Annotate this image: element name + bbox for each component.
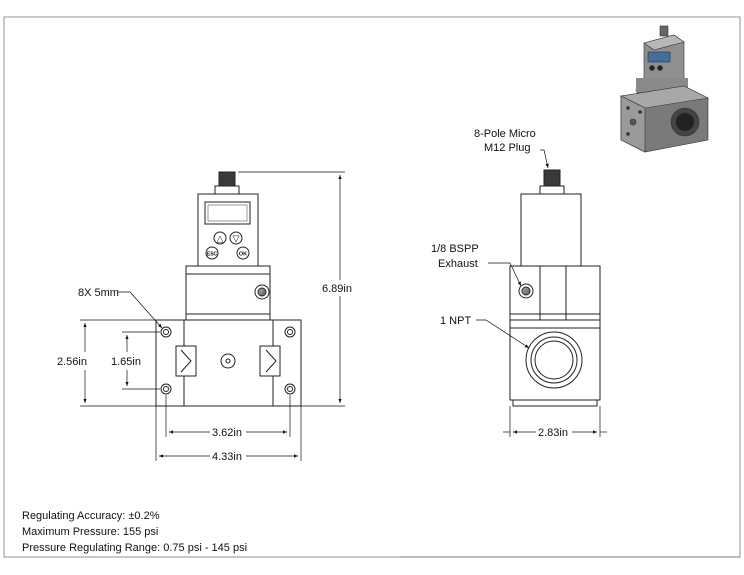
ok-button-label: OK xyxy=(239,252,247,258)
dim-height-body: 2.56in xyxy=(57,356,87,368)
up-button-label: △ xyxy=(217,234,224,244)
dim-hole-spacing-h: 3.62in xyxy=(212,427,242,439)
holes-leader xyxy=(118,291,163,329)
dim-width-total: 4.33in xyxy=(212,451,242,463)
ok-button-icon xyxy=(236,246,250,260)
gauge-port-icon xyxy=(220,353,236,369)
front-plug xyxy=(218,171,236,187)
callout-plug-line1: 8-Pole Micro xyxy=(474,128,536,140)
mount-hole-icon xyxy=(160,326,172,338)
dim-height-total: 6.89in xyxy=(322,283,352,295)
spec-max-pressure: Maximum Pressure: 155 psi xyxy=(22,526,159,538)
dim-hole-spacing-v: 1.65in xyxy=(111,356,141,368)
plug-leader xyxy=(540,149,549,169)
esc-button-icon xyxy=(205,246,219,260)
mount-hole-icon xyxy=(284,326,296,338)
side-dimensions xyxy=(476,149,607,437)
port-leader xyxy=(476,319,530,349)
dim-depth: 2.83in xyxy=(538,427,568,439)
side-view xyxy=(509,169,601,407)
flow-arrow-icon xyxy=(265,349,277,373)
dim-holes: 8X 5mm xyxy=(78,287,119,299)
mount-hole-icon xyxy=(160,383,172,395)
upper-body xyxy=(185,273,271,321)
down-button-icon xyxy=(229,231,243,245)
spec-range: Pressure Regulating Range: 0.75 psi - 14… xyxy=(22,542,248,554)
front-view xyxy=(155,171,302,407)
side-plug xyxy=(543,169,561,187)
callout-exhaust-line2: Exhaust xyxy=(438,258,478,270)
exhaust-leader xyxy=(488,262,522,287)
front-neck xyxy=(185,265,271,275)
isometric-render xyxy=(620,25,709,153)
up-button-icon xyxy=(213,231,227,245)
display-window xyxy=(204,201,251,225)
callout-port: 1 NPT xyxy=(440,315,471,327)
sheet-border xyxy=(3,16,741,558)
down-button-label: ▽ xyxy=(233,234,240,244)
side-head xyxy=(520,193,582,267)
mount-hole-icon xyxy=(284,383,296,395)
flow-arrow-icon xyxy=(180,349,192,373)
callout-plug-line2: M12 Plug xyxy=(484,142,530,154)
front-dimensions xyxy=(80,171,345,461)
spec-accuracy: Regulating Accuracy: ±0.2% xyxy=(22,510,160,522)
callout-exhaust-line1: 1/8 BSPP xyxy=(431,243,479,255)
esc-button-label: ESC xyxy=(207,252,218,258)
